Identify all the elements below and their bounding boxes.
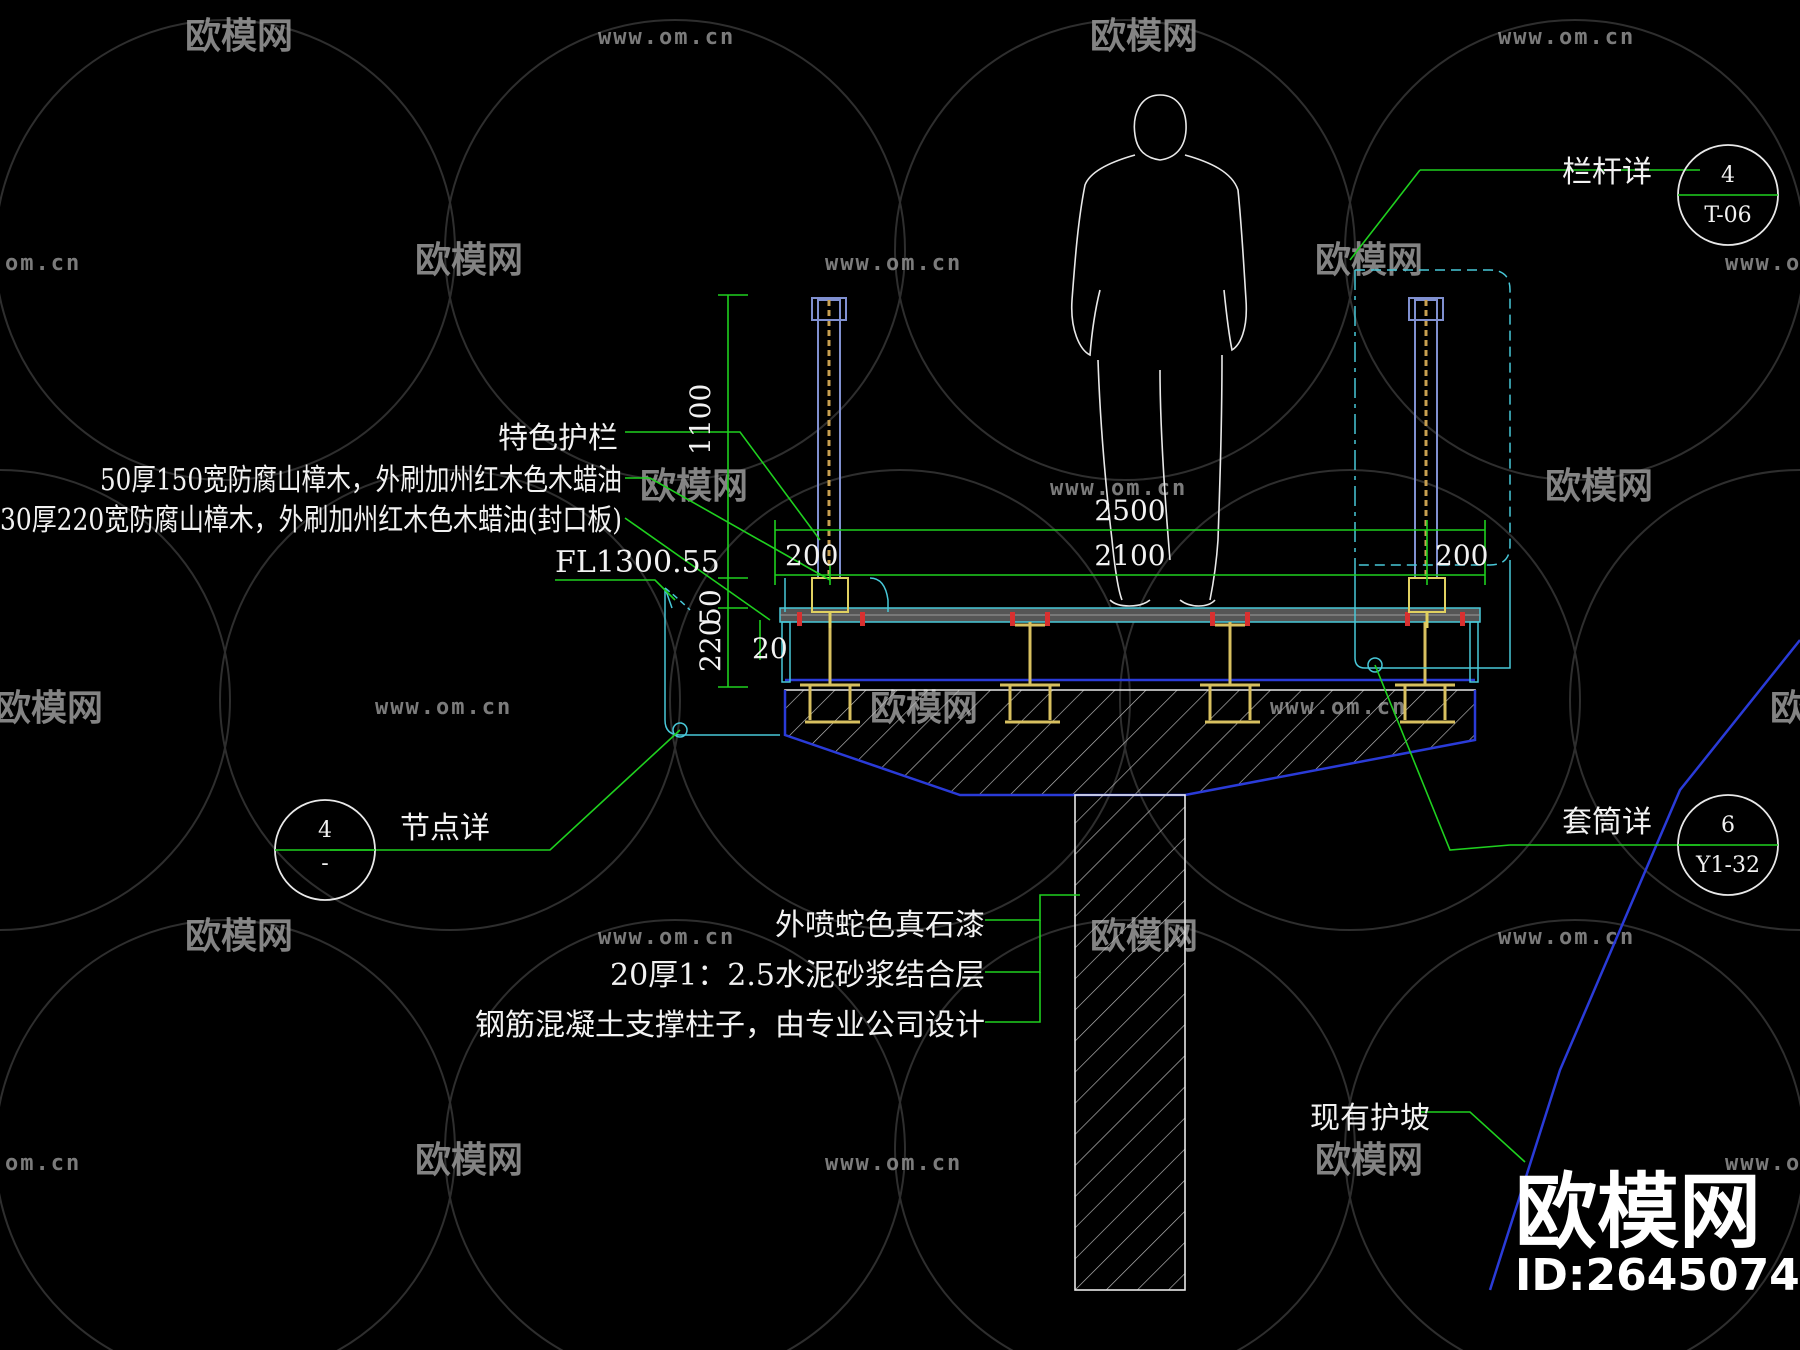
dim-railing-height: 1100 xyxy=(684,384,717,455)
bubble-sleeve-detail: 6 Y1-32 xyxy=(1677,794,1779,896)
watermark-brand: 欧模网 xyxy=(1545,466,1653,507)
watermark-url: www.om.cn xyxy=(1498,925,1635,950)
label-column: 钢筋混凝土支撑柱子，由专业公司设计 xyxy=(475,1008,985,1043)
concrete-column xyxy=(1074,794,1186,1291)
railing-right xyxy=(1408,297,1446,628)
watermark-url: www.om.cn xyxy=(598,925,735,950)
watermark-brand: 欧模网 xyxy=(1315,1140,1423,1181)
bubble-sleeve-bottom: Y1-32 xyxy=(1695,853,1760,878)
existing-slope-line xyxy=(1488,639,1800,1291)
watermark-brand: 欧模网 xyxy=(185,16,293,57)
dimension-labels: 1100 220 50 20 2500 2100 200 200 xyxy=(684,384,1488,672)
bubble-sleeve-top: 6 xyxy=(1721,813,1735,838)
steel-supports xyxy=(797,612,1465,724)
bubble-railing-detail: 4 T-06 xyxy=(1677,144,1779,246)
label-railing-detail: 栏杆详 xyxy=(1562,155,1652,190)
watermark-url: www.om.cn xyxy=(1050,476,1187,501)
watermark-url: www.om.cn xyxy=(1725,1151,1800,1176)
dim-edge-right: 200 xyxy=(1435,539,1488,572)
bubble-node-detail: 4 - xyxy=(274,799,376,901)
leader-lines xyxy=(330,169,1700,1163)
watermark-url: om.cn xyxy=(5,251,81,276)
bubble-railing-bottom: T-06 xyxy=(1704,203,1751,228)
dim-edge-left: 200 xyxy=(785,539,838,572)
dim-width-total: 2500 xyxy=(1094,494,1165,527)
watermark-brand: 欧模网 xyxy=(415,240,523,281)
watermark-brand: 欧模网 xyxy=(1315,240,1423,281)
brand-corner: 欧模网 ID:2645074 xyxy=(1515,1165,1800,1301)
bubble-node-top: 4 xyxy=(318,818,332,843)
watermark-url: www.om.cn xyxy=(1725,251,1800,276)
watermark-url: www.om.cn xyxy=(598,25,735,50)
label-mortar-layer: 20厚1：2.5水泥砂浆结合层 xyxy=(610,958,985,993)
watermark-url: www.om.cn xyxy=(825,251,962,276)
watermark-brand: 欧模网 xyxy=(0,688,103,729)
label-node-detail: 节点详 xyxy=(400,811,490,846)
label-floor-level: FL1300.55 xyxy=(555,545,720,580)
concrete-cap xyxy=(784,689,1476,796)
label-sleeve-detail: 套筒详 xyxy=(1562,805,1652,840)
watermark-url: www.om.cn xyxy=(1498,25,1635,50)
watermark-texts: 欧模网 www.om.cn 欧模网 www.om.cn om.cn 欧模网 ww… xyxy=(0,16,1800,1181)
label-finish-paint: 外喷蛇色真石漆 xyxy=(775,908,985,943)
watermark-url: www.om.cn xyxy=(825,1151,962,1176)
dim-fascia: 20 xyxy=(752,632,788,665)
watermark-url: om.cn xyxy=(5,1151,81,1176)
bubble-railing-top: 4 xyxy=(1721,163,1735,188)
watermark-brand: 欧模网 xyxy=(1090,16,1198,57)
dim-width-inner: 2100 xyxy=(1094,539,1165,572)
dimension-lines xyxy=(718,294,1486,688)
concrete-support xyxy=(783,678,1477,1291)
watermark-brand: 欧模网 xyxy=(640,466,748,507)
watermark-url: www.om.cn xyxy=(375,695,512,720)
watermark-brand: 欧模网 xyxy=(415,1140,523,1181)
person-figure xyxy=(1070,94,1248,607)
watermark-circles xyxy=(0,19,1800,1350)
brand-logo-text: 欧模网 xyxy=(1515,1165,1761,1260)
watermark-brand: 欧模网 xyxy=(1770,688,1800,729)
dim-deck-sub: 50 xyxy=(694,589,727,625)
label-feature-railing: 特色护栏 xyxy=(498,421,618,456)
label-existing-slope: 现有护坡 xyxy=(1310,1101,1430,1136)
label-wood-top: 50厚150宽防腐山樟木，外刷加州红木色木蜡油 xyxy=(100,463,622,498)
bubble-node-bottom: - xyxy=(321,851,328,876)
dim-deck-depth: 220 xyxy=(694,619,727,672)
deck xyxy=(779,607,1481,683)
brand-id: ID:2645074 xyxy=(1515,1250,1800,1301)
callout-labels: 栏杆详 特色护栏 50厚150宽防腐山樟木，外刷加州红木色木蜡油 30厚220宽… xyxy=(0,155,1652,1136)
detail-outlines xyxy=(664,269,1511,738)
watermark-brand: 欧模网 xyxy=(185,916,293,957)
label-wood-fascia: 30厚220宽防腐山樟木，外刷加州红木色木蜡油(封口板) xyxy=(0,503,622,538)
